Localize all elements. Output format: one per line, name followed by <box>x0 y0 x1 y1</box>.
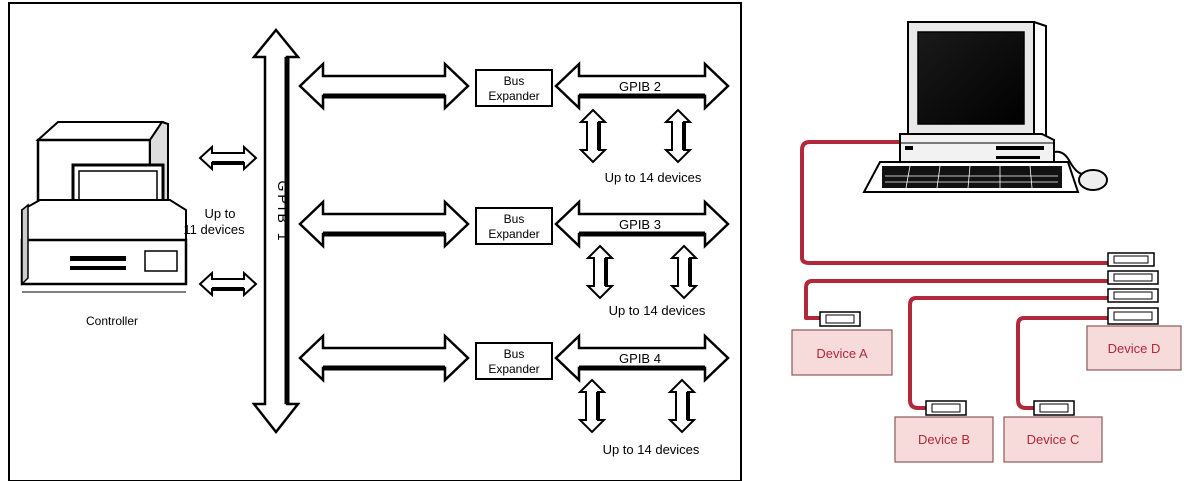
device-a-box <box>791 329 893 376</box>
controller-devices-line1: Up to <box>204 206 235 221</box>
gpib2-bus-arrow <box>554 61 730 111</box>
branch-gpib4: Bus Expander GPIB 4 Up to 14 devices <box>298 333 730 457</box>
gpib2-devices-label: Up to 14 devices <box>605 170 702 185</box>
left-diagram-panel: Controller Up to 11 devices GPIB 1 Bus E… <box>8 2 742 481</box>
cable-device-a <box>804 279 1117 320</box>
cable-controller <box>800 140 1117 265</box>
controller-label: Controller <box>86 314 138 328</box>
bus-to-expander-arrow-gpib4 <box>298 333 470 383</box>
device-b: Device B <box>894 400 994 463</box>
device-d-box <box>1086 325 1182 371</box>
bus-expander-label-gpib4-line1: Bus <box>504 347 525 361</box>
gpib4-label: GPIB 4 <box>619 351 661 366</box>
bus-expander-box-gpib2 <box>475 69 553 107</box>
gpib4-bus-arrow <box>554 333 730 383</box>
bus-expander-box-gpib4 <box>475 342 553 380</box>
device-d-label: Device D <box>1108 341 1161 356</box>
bus-expander-label-gpib2-line2: Expander <box>488 89 539 103</box>
controller-computer-icon <box>20 120 188 293</box>
gpib1-label: GPIB 1 <box>275 180 291 243</box>
gpib4-devices-label: Up to 14 devices <box>603 442 700 457</box>
bus-to-expander-arrow-gpib3 <box>298 199 470 249</box>
controller-devices-line2: 11 devices <box>183 222 245 237</box>
bus-expander-label-gpib3-line1: Bus <box>504 212 525 226</box>
bus-to-expander-arrow-gpib2 <box>298 61 470 111</box>
device-b-label: Device B <box>918 432 970 447</box>
device-a: Device A <box>791 311 893 376</box>
gpib3-label: GPIB 3 <box>619 217 661 232</box>
gpib3-devices-label: Up to 14 devices <box>609 303 706 318</box>
bus-expander-label-gpib4-line2: Expander <box>488 362 539 376</box>
device-d: Device D <box>1086 325 1182 371</box>
cable-device-c <box>1016 316 1117 410</box>
device-b-box <box>894 416 994 463</box>
device-c-box <box>1003 416 1103 463</box>
branch-gpib3: Bus Expander GPIB 3 Up to 14 devices <box>298 199 730 318</box>
bus-expander-label-gpib3-line2: Expander <box>488 227 539 241</box>
bus-expander-label-gpib2-line1: Bus <box>504 74 525 88</box>
branch-gpib2: Bus Expander GPIB 2 Up to 14 devices <box>298 61 730 185</box>
device-c: Device C <box>1003 400 1103 463</box>
workstation-computer-icon <box>862 21 1108 193</box>
device-a-label: Device A <box>816 346 868 361</box>
right-diagram-panel: Device A Device B Device C Device D <box>791 21 1182 463</box>
bus-expander-box-gpib3 <box>475 207 553 245</box>
connector-stack-icon <box>1107 252 1159 325</box>
gpib-cables <box>800 140 1117 410</box>
gpib3-bus-arrow <box>554 199 730 249</box>
cable-device-b <box>908 296 1117 410</box>
device-c-label: Device C <box>1027 432 1080 447</box>
gpib2-label: GPIB 2 <box>619 79 661 94</box>
